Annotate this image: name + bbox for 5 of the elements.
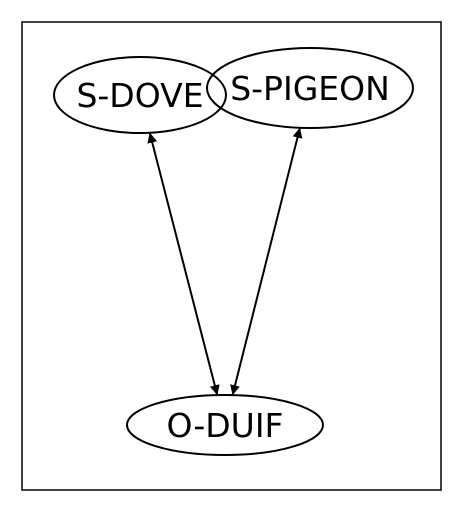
node-label: S-DOVE xyxy=(76,76,204,114)
node-label: O-DUIF xyxy=(166,406,284,444)
double-arrow xyxy=(147,132,220,396)
double-arrow xyxy=(230,128,302,396)
node-label: S-PIGEON xyxy=(230,68,390,108)
